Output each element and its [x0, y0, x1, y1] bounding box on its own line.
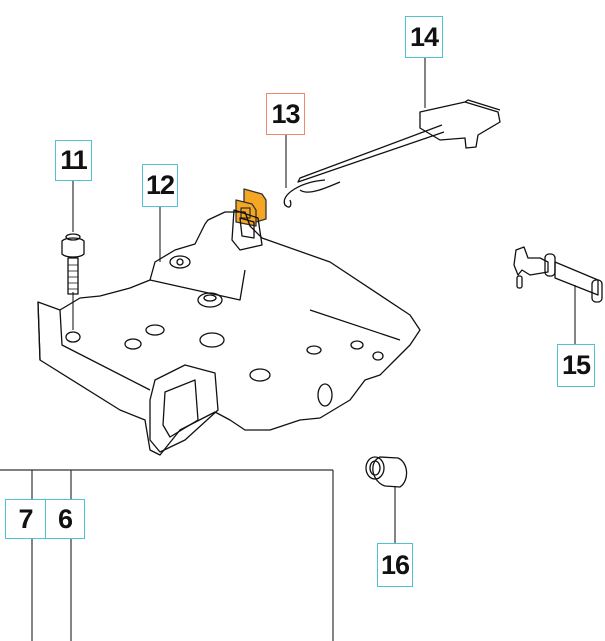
callout-7[interactable]: 7	[5, 499, 46, 539]
callout-12[interactable]: 12	[142, 164, 178, 207]
leader-lines	[0, 58, 576, 641]
callout-14[interactable]: 14	[405, 16, 443, 58]
callout-16[interactable]: 16	[377, 543, 413, 587]
callout-6[interactable]: 6	[45, 499, 85, 539]
callout-15[interactable]: 15	[557, 344, 595, 387]
callout-13[interactable]: 13	[266, 93, 305, 135]
part-16-plug[interactable]	[365, 456, 408, 488]
part-15-sensor[interactable]	[513, 246, 603, 303]
part-14-connector[interactable]	[283, 99, 501, 208]
part-12-housing[interactable]	[37, 209, 421, 456]
callout-11[interactable]: 11	[55, 140, 92, 181]
part-11-bolt[interactable]	[61, 233, 85, 295]
